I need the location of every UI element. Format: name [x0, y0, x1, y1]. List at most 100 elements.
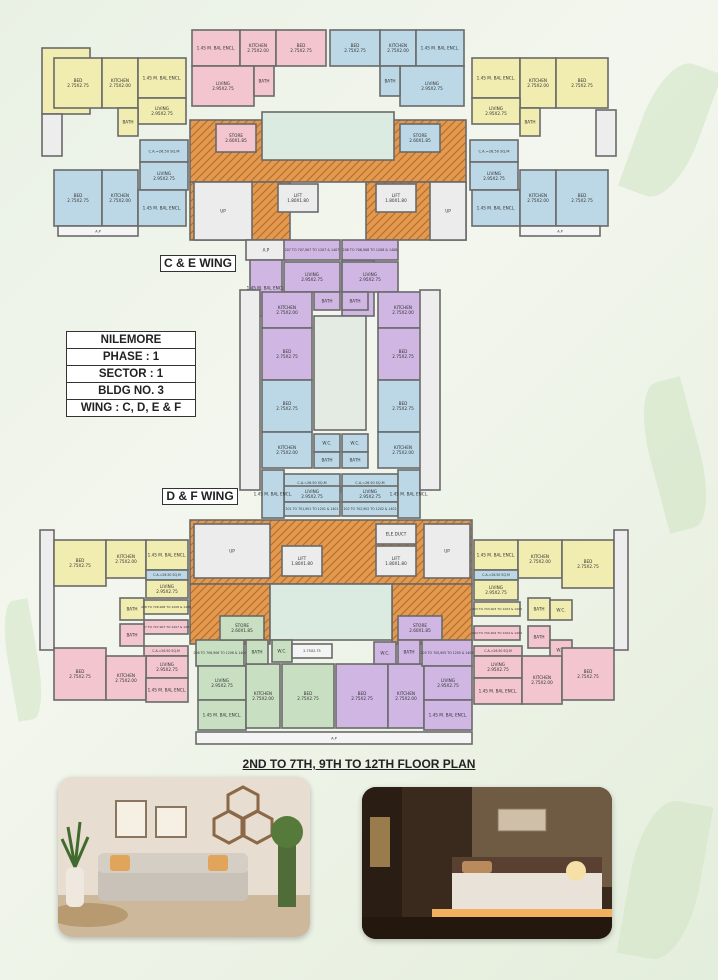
svg-text:2.75X2.75: 2.75X2.75: [290, 48, 312, 53]
svg-text:2.75X2.00: 2.75X2.00: [109, 198, 131, 203]
project-info-panel: NILEMORE PHASE : 1 SECTOR : 1 BLDG NO. 3…: [66, 331, 196, 417]
df-unit: 203 TO 703,903 TO 1203 & 1403: [472, 601, 522, 617]
svg-text:1.45 M. BAL ENCL.: 1.45 M. BAL ENCL.: [479, 689, 518, 694]
svg-text:2.95X2.75: 2.95X2.75: [301, 494, 323, 499]
project-wings: WING : C, D, E & F: [66, 400, 196, 417]
svg-text:STORE: STORE: [413, 133, 427, 138]
floor-plan-title: 2ND TO 7TH, 9TH TO 12TH FLOOR PLAN: [242, 757, 476, 771]
svg-text:1.80X1.80: 1.80X1.80: [291, 561, 313, 566]
svg-text:2.75X2.00: 2.75X2.00: [115, 559, 137, 564]
svg-text:BED: BED: [358, 691, 367, 696]
spine-ap-right: [419, 289, 441, 491]
svg-text:BATH: BATH: [251, 650, 262, 655]
ce-bath: BATH: [379, 65, 401, 97]
svg-text:2.75X2.00: 2.75X2.00: [252, 696, 274, 701]
df-bal: 1.45 M. BAL ENCL.: [197, 699, 247, 731]
df-unit-area: C.A.=26.50 SQ.M: [143, 645, 189, 657]
svg-text:BED: BED: [304, 691, 313, 696]
svg-text:UP: UP: [220, 209, 226, 214]
ce-ap: A.P: [519, 225, 601, 237]
svg-text:BATH: BATH: [403, 650, 414, 655]
df-bal: 1.45 M. BAL ENCL.: [145, 677, 189, 703]
svg-text:LIVING: LIVING: [363, 272, 377, 277]
svg-text:2.75X2.00: 2.75X2.00: [392, 310, 414, 315]
svg-text:BATH: BATH: [126, 607, 137, 612]
svg-text:2.75X2.00: 2.75X2.00: [115, 678, 137, 683]
df-bath: BATH: [119, 623, 145, 647]
svg-text:205 TO 705,905 TO 1205 & 1405: 205 TO 705,905 TO 1205 & 1405: [421, 651, 474, 655]
spine-wc: W.C.: [313, 433, 341, 453]
svg-text:2.95X2.75: 2.95X2.75: [359, 277, 381, 282]
svg-text:2.95X2.75: 2.95X2.75: [485, 111, 507, 116]
spine-bath: BATH: [313, 451, 341, 469]
svg-text:A.P: A.P: [557, 229, 563, 233]
svg-text:1.45 M. BAL ENCL.: 1.45 M. BAL ENCL.: [143, 76, 182, 81]
svg-text:BATH: BATH: [321, 458, 332, 463]
svg-text:KITCHEN: KITCHEN: [117, 554, 135, 559]
svg-text:2.75X2.00: 2.75X2.00: [529, 559, 551, 564]
svg-text:LIFT: LIFT: [392, 193, 401, 198]
df-unit-area: C.A.=26.50 SQ.M: [473, 645, 523, 657]
svg-text:202 TO 702,902 TO 1202 & 1402: 202 TO 702,902 TO 1202 & 1402: [344, 507, 397, 511]
ce-ap: [41, 113, 63, 157]
df-stair-right: UP: [423, 523, 471, 579]
svg-text:1.45 M. BAL ENCL.: 1.45 M. BAL ENCL.: [254, 492, 293, 497]
bedroom-photo: [362, 787, 612, 939]
df-wc: W.C.: [271, 639, 293, 663]
svg-text:STORE: STORE: [229, 133, 243, 138]
svg-text:KITCHEN: KITCHEN: [389, 43, 407, 48]
spine-duct: [313, 315, 367, 431]
spine-bath: BATH: [341, 451, 369, 469]
svg-text:2.75X2.00: 2.75X2.00: [109, 83, 131, 88]
svg-text:2.95X2.75: 2.95X2.75: [156, 667, 178, 672]
ce-wing-text: C & E WING: [164, 256, 232, 270]
spine-unit: 202 TO 702,902 TO 1202 & 1402: [341, 501, 399, 517]
svg-text:1.45 M. BAL ENCL.: 1.45 M. BAL ENCL.: [421, 46, 460, 51]
svg-text:2.75X2.75: 2.75X2.75: [276, 406, 298, 411]
svg-text:BED: BED: [283, 401, 292, 406]
df-bal: 1.45 M. BAL ENCL.: [423, 699, 473, 731]
svg-text:BATH: BATH: [524, 120, 535, 125]
svg-text:2.75X2.00: 2.75X2.00: [531, 680, 553, 685]
ce-bal: 1.45 M. BAL ENCL.: [137, 189, 187, 227]
svg-text:2.75X2.75: 2.75X2.75: [344, 48, 366, 53]
svg-text:1.80X1.80: 1.80X1.80: [385, 561, 407, 566]
ce-stair-right: UP: [429, 181, 467, 241]
svg-text:C.A.=26.50 SQ.M: C.A.=26.50 SQ.M: [482, 573, 510, 577]
bedroom-image: [362, 787, 612, 939]
svg-text:1.45 M. BAL ENCL.: 1.45 M. BAL ENCL.: [477, 206, 516, 211]
svg-text:W.C.: W.C.: [322, 441, 331, 446]
svg-text:STORE: STORE: [235, 623, 249, 628]
living-room-image: [58, 777, 310, 937]
ce-bal: 1.45 M. BAL ENCL.: [471, 57, 521, 99]
svg-text:2.75X2.75: 2.75X2.75: [577, 674, 599, 679]
ce-wing-label: C & E WING: [160, 255, 236, 272]
spine-unit: 208 TO 708,908 TO 1208 & 1408: [341, 239, 399, 261]
svg-text:207 TO 707,907 TO 1207 & 1407: 207 TO 707,907 TO 1207 & 1407: [285, 248, 340, 252]
svg-text:BED: BED: [283, 349, 292, 354]
spine-ap-left: [239, 289, 261, 491]
svg-text:LIVING: LIVING: [425, 81, 439, 86]
svg-text:BED: BED: [578, 193, 587, 198]
svg-text:2.95X2.75: 2.95X2.75: [485, 590, 507, 595]
df-bal: 1.45 M. BAL ENCL.: [473, 539, 519, 571]
svg-text:LIVING: LIVING: [160, 584, 174, 589]
svg-text:BED: BED: [578, 78, 587, 83]
svg-text:2.75X2.00: 2.75X2.00: [276, 310, 298, 315]
svg-text:W.C.: W.C.: [556, 608, 565, 613]
svg-text:KITCHEN: KITCHEN: [529, 78, 547, 83]
